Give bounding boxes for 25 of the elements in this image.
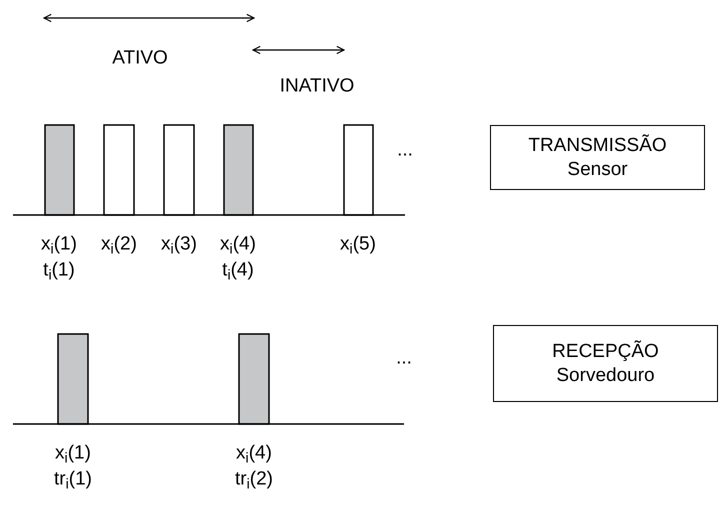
- state-label: ATIVO: [112, 48, 168, 68]
- label-box: [493, 325, 718, 402]
- ellipsis: ...: [397, 140, 413, 160]
- signal-label: t$_{i}$(1): [43, 260, 75, 280]
- signal-label: tr$_{i}$(2): [235, 470, 273, 488]
- pulse-bar: [238, 333, 270, 425]
- pulse-bar: [343, 124, 374, 216]
- pulse-bar: [103, 124, 135, 216]
- pulse-bar: [44, 124, 75, 216]
- signal-label: x$_{i}$(3): [161, 234, 197, 254]
- pulse-bar: [57, 333, 89, 425]
- pulse-bar: [223, 124, 254, 216]
- signal-label: t$_{i}$(4): [222, 260, 254, 280]
- box-text: Sorvedouro: [556, 364, 655, 388]
- ellipsis: ...: [396, 348, 412, 368]
- box-text: TRANSMISSÃO: [528, 134, 667, 158]
- label-box: [490, 125, 705, 190]
- signal-label: x$_{i}$(2): [101, 234, 137, 254]
- box-text: RECEPÇÃO: [552, 340, 659, 364]
- pulse-bar: [163, 124, 195, 216]
- state-label: INATIVO: [280, 76, 354, 96]
- signal-label: x$_{i}$(1): [41, 234, 77, 254]
- signal-label: tr$_{i}$(1): [54, 470, 92, 488]
- signal-label: x$_{i}$(4): [220, 234, 256, 254]
- box-text: Sensor: [567, 158, 628, 182]
